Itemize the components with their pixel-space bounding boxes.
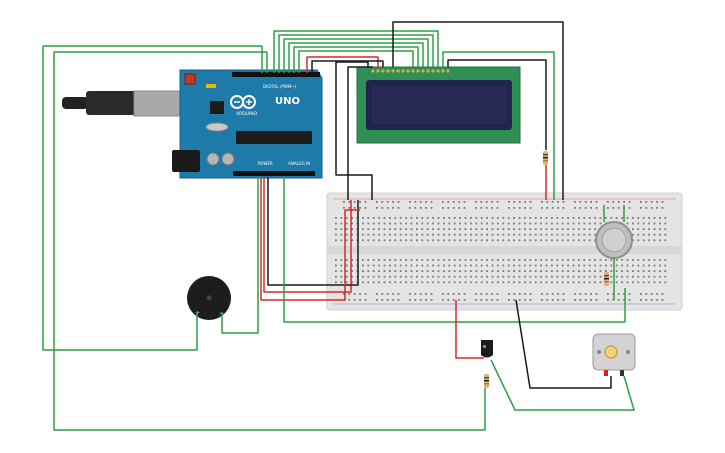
wire-green-bottom-loop[interactable] bbox=[53, 51, 486, 431]
wire-black-motor[interactable] bbox=[515, 299, 612, 389]
gas-sensor[interactable] bbox=[595, 221, 633, 259]
wire-green-lcd-2[interactable] bbox=[278, 34, 434, 73]
wire-red-lcd[interactable] bbox=[306, 56, 379, 73]
wire-black-lcd-left-2[interactable] bbox=[335, 61, 373, 200]
wire-green-lcd-3[interactable] bbox=[283, 38, 429, 73]
reset-button[interactable] bbox=[184, 73, 196, 85]
power-label: POWER bbox=[258, 161, 273, 166]
transistor[interactable] bbox=[481, 340, 493, 358]
uno-label: UNO bbox=[275, 96, 300, 107]
arduino-logo bbox=[230, 95, 256, 109]
wire-red-5v[interactable] bbox=[260, 177, 360, 301]
capacitor-1 bbox=[206, 152, 220, 166]
wire-green-lcd-1[interactable] bbox=[273, 30, 439, 73]
wire-black-lcd-right[interactable] bbox=[447, 59, 547, 150]
wire-green-motor[interactable] bbox=[490, 359, 635, 411]
wire-green-buzzer[interactable] bbox=[221, 177, 259, 334]
led-indicator bbox=[206, 84, 216, 88]
digital-pwm-label: DIGITAL (PWM~) bbox=[263, 84, 297, 89]
usb-plug bbox=[86, 91, 136, 115]
lcd-display-area bbox=[372, 86, 506, 124]
wire-black-lcd-left[interactable] bbox=[347, 66, 373, 200]
wire-green-lcd-right[interactable] bbox=[442, 51, 555, 200]
resistor-transistor[interactable] bbox=[484, 374, 489, 388]
wires bbox=[42, 21, 635, 431]
wire-red-power[interactable] bbox=[263, 177, 352, 293]
usb-cable-end bbox=[62, 97, 88, 109]
power-jack bbox=[172, 150, 200, 172]
wire-green-outer[interactable] bbox=[42, 45, 263, 351]
lcd-pin-header[interactable] bbox=[371, 69, 450, 73]
wire-green-lcd-5[interactable] bbox=[293, 46, 419, 73]
resistor-sensor[interactable] bbox=[604, 272, 609, 286]
wire-red-transistor[interactable] bbox=[455, 300, 484, 359]
analog-in-label: ANALOG IN bbox=[288, 161, 310, 166]
wire-black-lcd-top[interactable] bbox=[392, 21, 564, 200]
capacitor-2 bbox=[221, 152, 235, 166]
arduino-uno-board[interactable]: ARDUINO UNO DIGITAL (PWM~) POWER ANALOG … bbox=[62, 69, 323, 179]
wire-black-gnd[interactable] bbox=[267, 177, 359, 286]
usb-port bbox=[133, 90, 183, 117]
dc-motor[interactable] bbox=[592, 333, 636, 376]
wire-green-lcd-6[interactable] bbox=[298, 50, 414, 73]
wire-black-lcd[interactable] bbox=[311, 60, 384, 73]
arduino-brand-label: ARDUINO bbox=[236, 111, 258, 117]
small-chip bbox=[210, 101, 224, 114]
resistor-lcd[interactable] bbox=[543, 151, 548, 165]
piezo-buzzer[interactable]: + − bbox=[187, 276, 231, 320]
digital-header[interactable] bbox=[232, 72, 320, 77]
wire-green-lcd-4[interactable] bbox=[288, 42, 424, 73]
microcontroller-chip bbox=[236, 131, 312, 144]
lcd-16x2[interactable] bbox=[356, 66, 521, 144]
buzzer-hole bbox=[206, 295, 212, 301]
wire-green-analog[interactable] bbox=[283, 177, 626, 323]
power-analog-header[interactable] bbox=[233, 171, 315, 176]
crystal bbox=[205, 122, 229, 132]
